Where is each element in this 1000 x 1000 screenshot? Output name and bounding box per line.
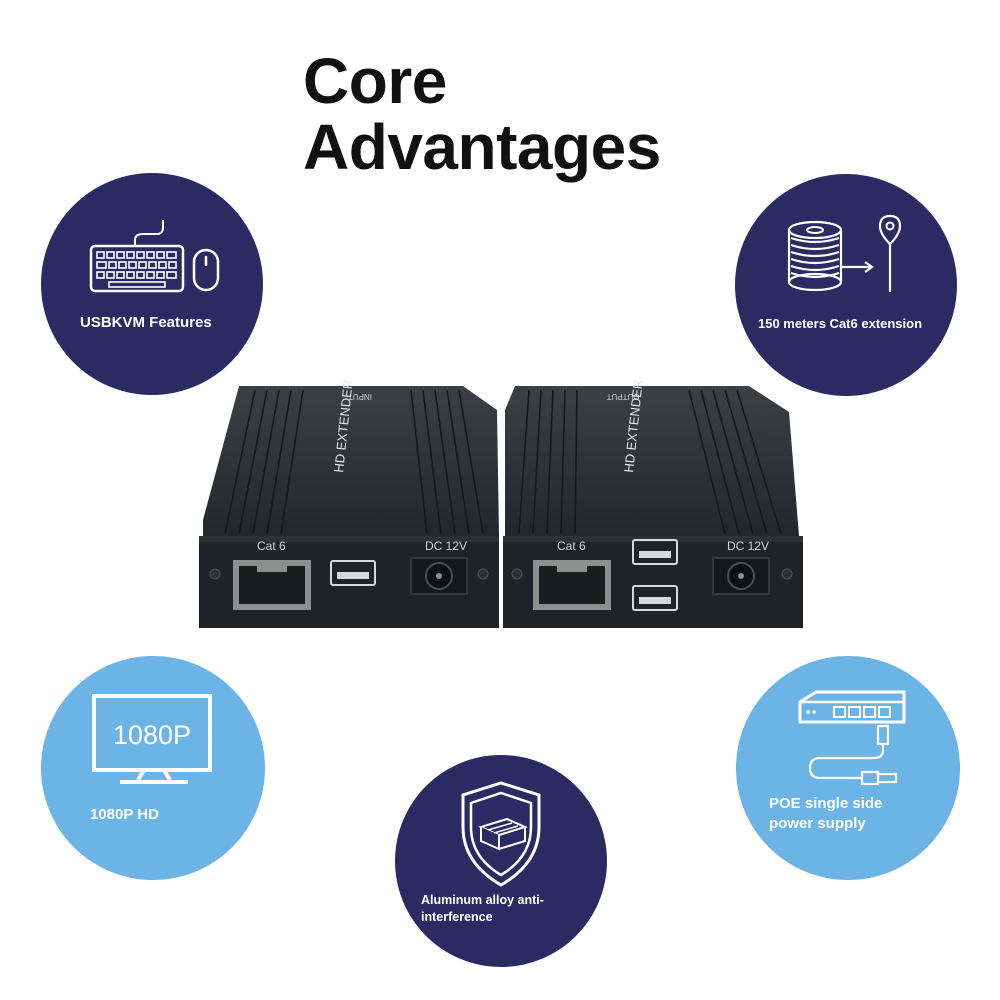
extender-devices-illustration: INPUT HD EXTENDER TX Cat 6 DC 12V: [199, 357, 803, 628]
cable-spool-icon: [787, 220, 874, 292]
location-pin-icon: [878, 214, 902, 292]
feature-extension-label: 150 meters Cat6 extension: [758, 316, 923, 331]
feature-hd: 1080P 1080P HD: [41, 656, 265, 880]
monitor-icon: 1080P: [92, 694, 212, 784]
network-switch-icon: [798, 690, 906, 724]
feature-poe-label: POE single side power supply: [769, 795, 883, 832]
ethernet-plug-icon: [808, 724, 898, 786]
rx-dc-label: DC 12V: [727, 539, 769, 553]
tx-top-label: INPUT: [348, 392, 372, 401]
feature-usbkvm: USBKVM Features: [41, 173, 263, 395]
keyboard-icon: [89, 220, 185, 293]
rx-top-label: OUTPUT: [606, 392, 639, 401]
title-line-2: Advantages: [303, 111, 661, 183]
hd-extender-pair: INPUT HD EXTENDER TX Cat 6 DC 12V: [195, 357, 810, 633]
feature-extension: 150 meters Cat6 extension: [735, 174, 957, 396]
page-title: Core Advantages: [303, 48, 661, 180]
tx-cat6-label: Cat 6: [257, 539, 286, 553]
feature-poe: POE single side power supply: [736, 656, 960, 880]
shield-icon: [461, 781, 541, 887]
title-line-1: Core: [303, 45, 447, 117]
tx-dc-label: DC 12V: [425, 539, 467, 553]
transmitter-unit: INPUT HD EXTENDER TX Cat 6 DC 12V: [199, 359, 499, 628]
receiver-unit: OUTPUT HD EXTENDER RX Cat 6 DC 12V: [503, 357, 803, 628]
monitor-screen-text: 1080P: [113, 720, 191, 750]
feature-aluminum: Aluminum alloy anti- interference: [395, 755, 607, 967]
feature-hd-label: 1080P HD: [90, 806, 159, 823]
rx-cat6-label: Cat 6: [557, 539, 586, 553]
feature-aluminum-label: Aluminum alloy anti- interference: [421, 893, 544, 924]
feature-usbkvm-label: USBKVM Features: [80, 314, 212, 331]
mouse-icon: [192, 248, 220, 292]
